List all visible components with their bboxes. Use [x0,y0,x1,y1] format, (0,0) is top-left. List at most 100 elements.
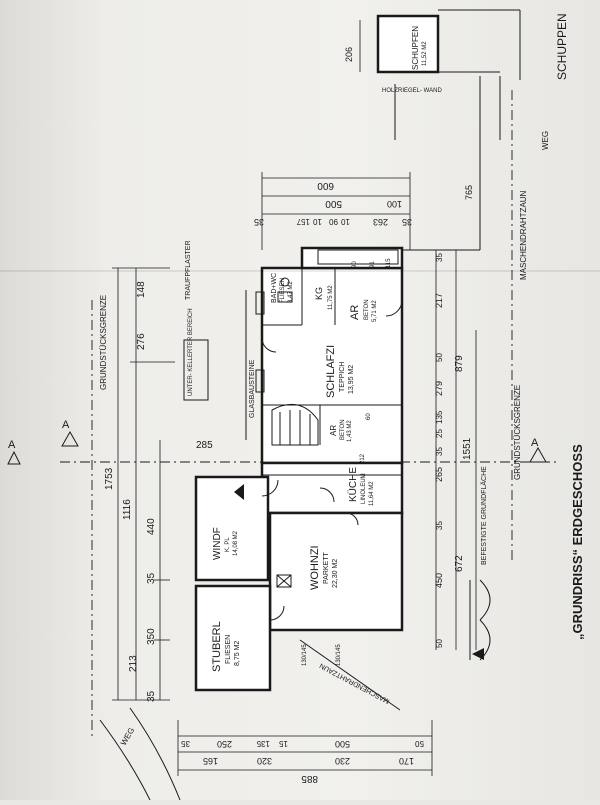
svg-text:672: 672 [454,555,465,572]
svg-text:MASCHENDRAHTZAUN: MASCHENDRAHTZAUN [319,662,391,705]
svg-text:LINOLEUM: LINOLEUM [361,473,367,504]
svg-text:SCHLAFZI: SCHLAFZI [325,345,337,398]
svg-text:PARKETT: PARKETT [323,552,330,584]
interior-walls [255,249,403,621]
svg-text:263: 263 [373,217,388,227]
svg-text:170: 170 [399,756,414,766]
svg-text:5,71 M2: 5,71 M2 [372,300,378,322]
svg-text:8,75 M2: 8,75 M2 [234,641,241,666]
svg-text:50: 50 [435,639,444,648]
svg-text:165: 165 [203,756,218,766]
svg-text:FLIESEN: FLIESEN [225,635,232,664]
svg-text:90: 90 [352,261,358,268]
svg-text:A: A [62,419,70,431]
svg-text:WOHNZI: WOHNZI [309,545,321,590]
main-entrance-arrow-icon [472,648,484,660]
svg-text:UNTER- KELLERTER BEREICH: UNTER- KELLERTER BEREICH [188,308,194,396]
svg-text:130/145: 130/145 [302,644,308,666]
svg-text:879: 879 [454,355,465,372]
svg-text:135: 135 [256,739,270,748]
dimension-chain-bottom: 885 165 320 230 170 35 250 135 15 500 50 [177,720,433,784]
svg-text:250: 250 [217,739,232,749]
section-marker-top-left: A A [7,419,79,465]
svg-text:1753: 1753 [104,467,115,490]
svg-text:11,64 M2: 11,64 M2 [369,481,375,506]
dimension-chain-top: 600 500 100 263 35 35 10 90 10 157 [254,172,412,250]
svg-text:KG: KG [314,287,324,300]
svg-text:BETON: BETON [364,299,370,320]
svg-text:212: 212 [360,453,366,464]
svg-text:A: A [8,439,16,451]
svg-text:279: 279 [434,381,444,396]
svg-text:BETON: BETON [340,419,346,440]
svg-text:35: 35 [146,690,157,702]
svg-text:TRAUFPFLASTER: TRAUFPFLASTER [185,240,192,300]
svg-text:213: 213 [128,655,139,672]
small-dimensions: 90 91 115 130/145 130/145 60 212 [302,258,392,666]
svg-text:115: 115 [386,258,392,268]
svg-text:K. PL: K. PL [225,537,231,552]
room-ar-1: AR BETON 5,71 M2 [349,299,378,322]
svg-text:15: 15 [279,739,288,748]
svg-text:276: 276 [136,333,147,350]
svg-text:285: 285 [196,440,213,451]
drawing-title: „GRUNDRISS“ ERDGESCHOSS [570,444,585,640]
svg-text:GRUNDSTÜCKSGRENZE: GRUNDSTÜCKSGRENZE [99,295,108,390]
svg-text:HOLZRIEGEL- WAND: HOLZRIEGEL- WAND [382,88,442,94]
svg-text:TEPPICH: TEPPICH [339,362,346,392]
svg-text:35: 35 [146,572,157,584]
svg-text:35: 35 [402,217,412,227]
fence-bottom: MASCHENDRAHTZAUN [299,639,401,711]
svg-text:60: 60 [366,413,372,420]
svg-text:13,95 M2: 13,95 M2 [348,365,355,394]
svg-text:450: 450 [434,573,444,588]
svg-text:35: 35 [435,447,444,456]
svg-text:35: 35 [435,521,444,530]
svg-text:600: 600 [317,180,334,191]
room-ar-2: AR BETON 1,43 M2 [329,419,353,442]
svg-text:230: 230 [335,756,350,766]
svg-text:3,47 M2: 3,47 M2 [288,281,294,303]
svg-text:11,75 M2: 11,75 M2 [328,285,334,310]
svg-text:FLIESEN: FLIESEN [280,278,286,303]
room-stuberl: STUBERL FLIESEN 8,75 M2 [211,621,241,672]
svg-text:25: 25 [435,429,444,438]
svg-text:35: 35 [181,739,190,748]
svg-text:91: 91 [370,261,376,268]
svg-text:STUBERL: STUBERL [211,621,223,672]
room-kg: KG 11,75 M2 [314,285,334,310]
dimension-chain-left: 1753 1116 440 35 350 213 35 148 276 285 … [99,267,213,702]
room-kueche: KÜCHE LINOLEUM 11,64 M2 [347,467,375,506]
svg-text:35: 35 [435,253,444,262]
svg-text:1116: 1116 [122,499,133,520]
svg-text:50: 50 [415,739,424,748]
paper-fold [0,270,600,272]
svg-text:10: 10 [341,217,350,226]
svg-text:90: 90 [329,217,338,226]
room-schlafzi: SCHLAFZI TEPPICH 13,95 M2 [325,345,355,398]
house-outline [194,246,404,692]
svg-text:14,08 M2: 14,08 M2 [233,530,239,556]
svg-text:10: 10 [313,217,322,226]
svg-text:135: 135 [435,410,444,424]
svg-text:500: 500 [335,739,350,749]
room-windf: WINDF K. PL 14,08 M2 [212,527,239,560]
svg-text:35: 35 [254,217,264,227]
svg-text:100: 100 [387,199,402,209]
svg-text:SCHUPPEN: SCHUPPEN [555,13,569,80]
svg-text:50: 50 [435,353,444,362]
svg-text:22,30 M2: 22,30 M2 [332,559,339,588]
svg-text:BEFESTIGTE GRUNDFLÄCHE: BEFESTIGTE GRUNDFLÄCHE [480,466,488,565]
svg-text:440: 440 [146,518,157,535]
svg-text:350: 350 [146,628,157,645]
svg-text:148: 148 [136,281,147,298]
svg-text:AR: AR [329,425,338,436]
svg-text:1551: 1551 [462,437,473,460]
shed: SCHUPFEN 11,52 M2 206 HOLZRIEGEL- WAND S… [344,9,569,140]
annotation-glasbausteine: GLASBAUSTEINE [249,359,256,418]
dimension-chain-right: 1551 879 672 50 450 35 265 35 25 135 279… [434,250,477,650]
svg-text:BAD+WC: BAD+WC [271,273,278,303]
property-right: MASCHENDRAHTZAUN GRUNDSTÜCKSGRENZE BEFES… [402,76,528,565]
svg-text:206: 206 [344,47,354,62]
front-gate [469,579,491,661]
